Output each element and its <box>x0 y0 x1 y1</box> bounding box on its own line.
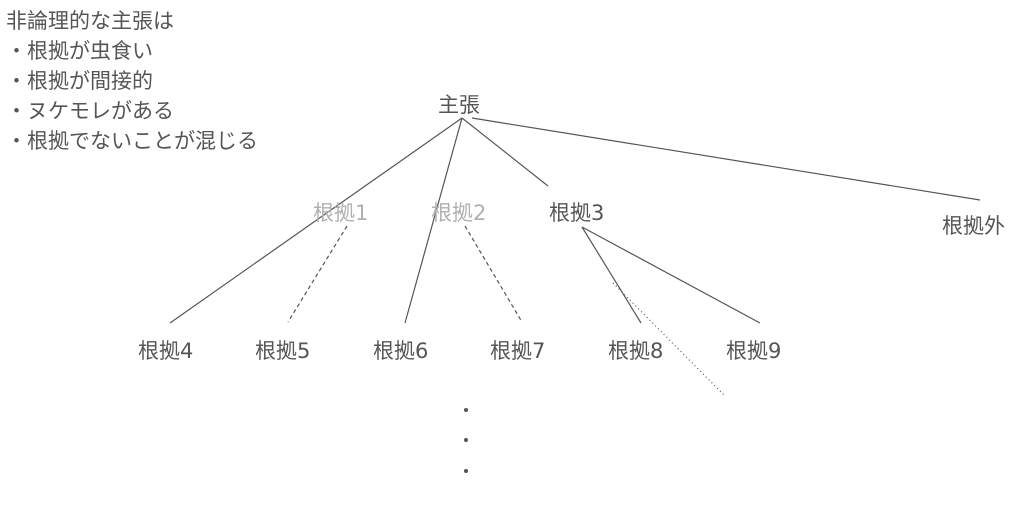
node-r7: 根拠7 <box>490 339 546 363</box>
edge-r2-r7 <box>464 225 523 323</box>
node-r3: 根拠3 <box>549 201 605 225</box>
edge-claim-r6 <box>404 117 463 324</box>
edge-claim-r3 <box>461 117 549 187</box>
notes-heading: 非論理的な主張は <box>6 9 174 33</box>
edge-r3-r9 <box>581 226 761 324</box>
ellipsis-dot <box>464 438 468 442</box>
ellipsis-dot <box>464 469 468 473</box>
node-r1: 根拠1 <box>313 201 369 225</box>
notes-item: ・根拠が虫食い <box>6 39 153 63</box>
edge-claim-outside <box>471 117 981 201</box>
node-outside: 根拠外 <box>942 214 1005 238</box>
notes-item: ・ヌケモレがある <box>6 99 174 123</box>
edge-claim-r4 <box>169 117 463 324</box>
node-r9: 根拠9 <box>726 339 782 363</box>
ellipsis-dot <box>464 408 468 412</box>
edge-r1-r5 <box>287 225 348 323</box>
node-r8: 根拠8 <box>608 339 664 363</box>
node-r5: 根拠5 <box>255 339 311 363</box>
node-r2: 根拠2 <box>431 201 487 225</box>
edge-dotted-extra <box>612 282 726 397</box>
edge-r3-r8 <box>581 226 642 324</box>
notes-item: ・根拠でないことが混じる <box>6 129 258 153</box>
node-claim: 主張 <box>438 93 480 117</box>
node-r6: 根拠6 <box>373 339 429 363</box>
node-r4: 根拠4 <box>138 339 194 363</box>
notes-item: ・根拠が間接的 <box>6 69 153 93</box>
notes-list: 非論理的な主張は ・根拠が虫食い ・根拠が間接的 ・ヌケモレがある ・根拠でない… <box>6 6 258 156</box>
